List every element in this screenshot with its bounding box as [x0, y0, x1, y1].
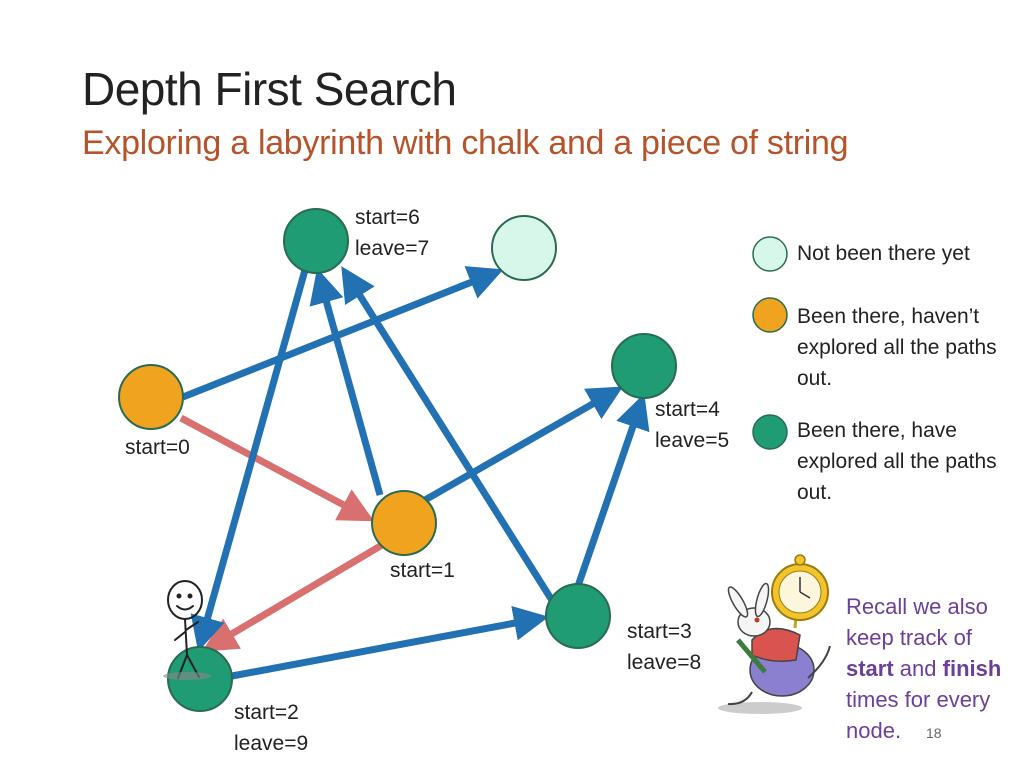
edge-0-to-5	[181, 266, 504, 401]
node-0	[118, 364, 184, 430]
recall-start-word: start	[846, 656, 894, 681]
node-2-start-label: start=2	[234, 701, 299, 724]
recall-finish-word: finish	[942, 656, 1002, 681]
legend-unvisited-text: Not been there yet	[797, 242, 970, 265]
edge-6-to-2	[190, 269, 309, 652]
slide-subtitle: Exploring a labyrinth with chalk and a p…	[82, 124, 849, 162]
recall-text-part1: Recall we also keep track of	[846, 594, 988, 650]
legend-in-progress-swatch	[752, 297, 788, 333]
node-2-leave-label: leave=9	[234, 732, 309, 755]
node-1	[371, 490, 437, 556]
legend-done-text: Been there, have explored all the paths …	[797, 419, 997, 504]
node-6	[283, 208, 349, 274]
node-0-start-label: start=0	[125, 436, 190, 459]
recall-note: Recall we also keep track of start and f…	[846, 591, 1021, 746]
edge-1-to-4	[423, 386, 624, 504]
edge-2-to-3	[231, 605, 549, 680]
node-4-leave-label: leave=5	[655, 429, 730, 452]
recall-and-word: and	[893, 656, 943, 681]
legend-done-swatch	[752, 414, 788, 450]
node-4-start-label: start=4	[655, 398, 720, 421]
white-rabbit-illustration	[718, 554, 831, 714]
node-3	[545, 583, 611, 649]
node-5	[491, 215, 557, 281]
edge-3-to-4	[574, 393, 650, 588]
edge-3-to-6	[341, 266, 563, 615]
node-1-start-label: start=1	[390, 559, 455, 582]
node-3-start-label: start=3	[627, 620, 692, 643]
stick-figure-explorer	[167, 580, 203, 679]
legend-unvisited-swatch	[752, 236, 788, 272]
node-4	[611, 333, 677, 399]
node-3-leave-label: leave=8	[627, 651, 702, 674]
figure-shadow	[163, 672, 211, 680]
edge-0-to-1	[179, 414, 375, 522]
node-6-start-label: start=6	[355, 206, 420, 229]
edge-1-to-6	[309, 268, 384, 496]
legend-in-progress-text: Been there, haven’t explored all the pat…	[797, 305, 997, 390]
slide-title: Depth First Search	[82, 63, 457, 115]
recall-text-part2: times for every node.	[846, 687, 991, 743]
node-6-leave-label: leave=7	[355, 237, 430, 260]
page-number: 18	[926, 725, 942, 741]
edge-1-to-2	[201, 541, 384, 652]
